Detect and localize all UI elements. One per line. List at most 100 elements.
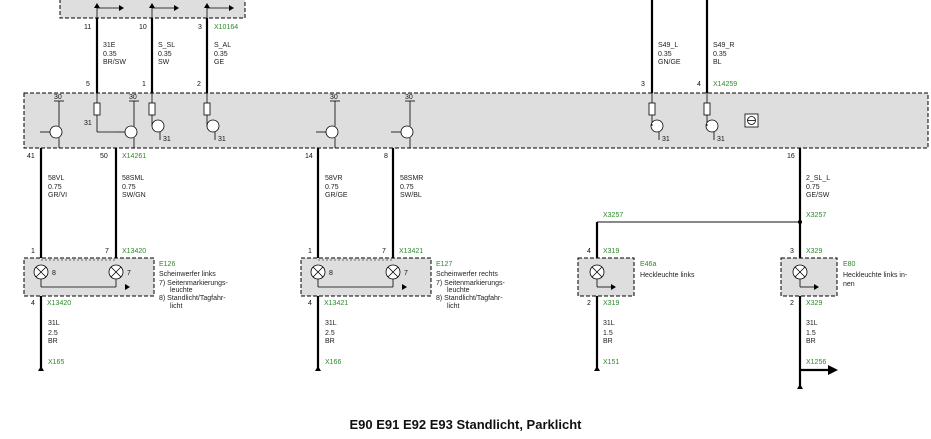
wire-label-size: 1.5 bbox=[603, 330, 613, 337]
wire-label-color: GR/GE bbox=[325, 192, 348, 199]
splice-label: X3257 bbox=[603, 212, 623, 219]
component-connector-label: X319 bbox=[603, 300, 619, 307]
wire-label-size: 0.35 bbox=[158, 51, 172, 58]
component-note: 7) Seitenmarkierungs- bbox=[436, 280, 506, 287]
top-pin-11: 11 bbox=[84, 24, 91, 31]
wire-label-color: BL bbox=[713, 59, 722, 66]
wire-label-signal: S_SL bbox=[158, 42, 175, 49]
right-input-connector-label: X14259 bbox=[713, 81, 737, 88]
component-id: E126 bbox=[159, 261, 175, 268]
wire-label-color: SW/BL bbox=[400, 192, 422, 199]
ground-label: 31 bbox=[717, 136, 725, 143]
arrow-icon bbox=[611, 284, 616, 290]
component-name: Heckleuchte links in- bbox=[843, 272, 908, 279]
component-pin: 7 bbox=[105, 248, 109, 255]
component-pin: 4 bbox=[31, 300, 35, 307]
component-pin: 8 bbox=[329, 270, 333, 277]
top-pin-3: 3 bbox=[198, 24, 202, 31]
wire-label-size: 1.5 bbox=[806, 330, 816, 337]
lamp-icon bbox=[385, 264, 401, 280]
module-pin-41: 41 bbox=[27, 153, 35, 160]
arrow-icon bbox=[125, 284, 130, 290]
wire-label-signal: 58VL bbox=[48, 175, 64, 182]
wire-label-color: BR bbox=[48, 338, 58, 345]
component-note: leuchte bbox=[447, 287, 470, 294]
module-pin-3: 3 bbox=[641, 81, 645, 88]
wire-label-size: 0.75 bbox=[122, 184, 136, 191]
wire-label-color: BR bbox=[806, 338, 816, 345]
wire-label-size: 0.75 bbox=[48, 184, 62, 191]
component-connector-label: X13421 bbox=[324, 300, 348, 307]
supply-label: 30 bbox=[129, 94, 137, 101]
lamp-icon bbox=[108, 264, 124, 280]
module-connector-label: X14261 bbox=[122, 153, 146, 160]
ground-label: 31 bbox=[163, 136, 171, 143]
arrow-right-icon bbox=[828, 365, 838, 375]
component-pin: 7 bbox=[404, 270, 408, 277]
component-pin: 2 bbox=[587, 300, 591, 307]
component-note: leuchte bbox=[170, 287, 193, 294]
top-connector-label: X10164 bbox=[214, 24, 238, 31]
wire-label-signal: 2_SL_L bbox=[806, 175, 830, 182]
supply-markers bbox=[54, 100, 415, 112]
component-id: E46a bbox=[640, 261, 656, 268]
wire-label-size: 0.75 bbox=[400, 184, 414, 191]
control-module-box bbox=[23, 92, 929, 149]
supply-label: 30 bbox=[405, 94, 413, 101]
module-ground-icon bbox=[744, 113, 759, 128]
wire-label-color: GR/VI bbox=[48, 192, 67, 199]
wire-label-size: 0.35 bbox=[103, 51, 117, 58]
component-pin: 4 bbox=[308, 300, 312, 307]
ground-point-label: X166 bbox=[325, 359, 341, 366]
page-title: E90 E91 E92 E93 Standlicht, Parklicht bbox=[349, 417, 582, 432]
ground-point-label: X1256 bbox=[806, 359, 826, 366]
wire-label-color: BR bbox=[325, 338, 335, 345]
component-name: Scheinwerfer links bbox=[159, 271, 216, 278]
wire-label-signal: S49_L bbox=[658, 42, 678, 49]
component-note: licht bbox=[170, 303, 183, 310]
wire-label-color: GN/GE bbox=[658, 59, 681, 66]
supply-label: 30 bbox=[330, 94, 338, 101]
wire-label-size: 0.35 bbox=[713, 51, 727, 58]
arrow-icon bbox=[814, 284, 819, 290]
component-pin: 1 bbox=[31, 248, 35, 255]
component-pin: 4 bbox=[587, 248, 591, 255]
wire-label-color: GE/SW bbox=[806, 192, 830, 199]
upper-module-pins bbox=[94, 3, 234, 18]
component-pin: 7 bbox=[382, 248, 386, 255]
wire-label-color: GE bbox=[214, 59, 224, 66]
wire-label-signal: 31E bbox=[103, 42, 116, 49]
component-connector-label: X13421 bbox=[399, 248, 423, 255]
splice-label: X3257 bbox=[806, 212, 826, 219]
module-pin-4: 4 bbox=[697, 81, 701, 88]
wire-label-size: 2.5 bbox=[325, 330, 335, 337]
lamp-icon bbox=[310, 264, 326, 280]
component-pin: 1 bbox=[308, 248, 312, 255]
supply-label: 30 bbox=[54, 94, 62, 101]
ground-label: 31 bbox=[218, 136, 226, 143]
top-pin-10: 10 bbox=[139, 24, 147, 31]
wire-label-signal: 58SMR bbox=[400, 175, 423, 182]
component-E46a-box bbox=[577, 257, 635, 297]
upper-module-box bbox=[59, 0, 246, 19]
component-pin: 8 bbox=[52, 270, 56, 277]
wire-label-signal: 31L bbox=[48, 320, 60, 327]
component-note: licht bbox=[447, 303, 460, 310]
wire-label-signal: S49_R bbox=[713, 42, 734, 49]
module-pin-8: 8 bbox=[384, 153, 388, 160]
component-name: Heckleuchte links bbox=[640, 272, 695, 279]
component-name: Scheinwerfer rechts bbox=[436, 271, 498, 278]
module-pin-16: 16 bbox=[787, 153, 795, 160]
ground-terminals bbox=[38, 366, 803, 389]
module-pin-5: 5 bbox=[86, 81, 90, 88]
wire-label-size: 0.75 bbox=[325, 184, 339, 191]
wire-label-color: BR/SW bbox=[103, 59, 126, 66]
wire-label-signal: 31L bbox=[603, 320, 615, 327]
ground-label: 31 bbox=[84, 120, 92, 127]
component-pin: 3 bbox=[790, 248, 794, 255]
component-connector-label: X329 bbox=[806, 300, 822, 307]
wire-label-signal: 31L bbox=[325, 320, 337, 327]
component-connector-label: X329 bbox=[806, 248, 822, 255]
lamp-icon bbox=[589, 264, 605, 280]
